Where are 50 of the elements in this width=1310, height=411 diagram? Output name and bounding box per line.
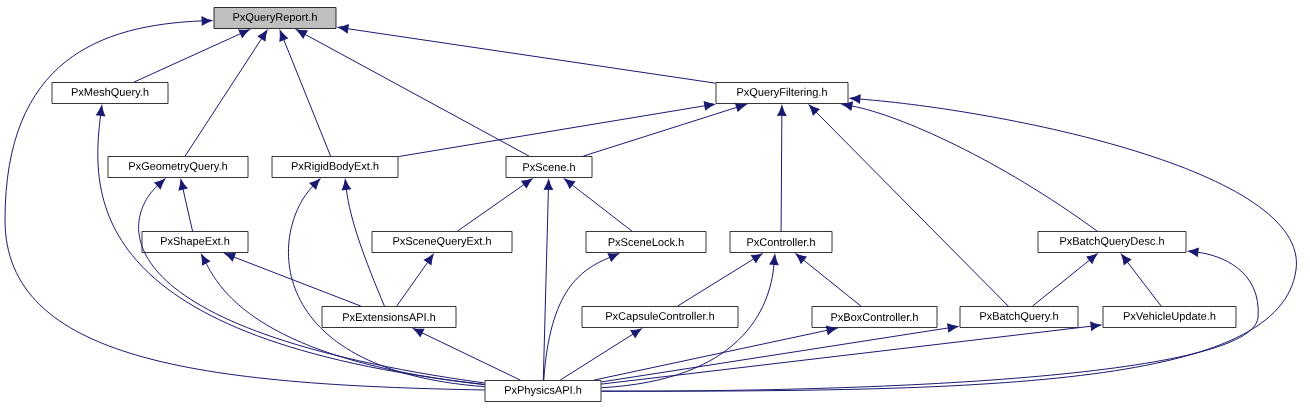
arrow <box>412 328 521 381</box>
file-box: PxExtensionsAPI.h <box>321 306 457 328</box>
arrow <box>600 94 1297 392</box>
file-box: PxShapeExt.h <box>141 231 249 253</box>
arrow <box>138 178 486 384</box>
arrow <box>296 29 530 157</box>
file-box: PxQueryFiltering.h <box>715 82 849 104</box>
file-box: PxPhysicsAPI.h <box>484 380 602 402</box>
file-box: PxQueryReport.h <box>213 7 337 29</box>
arrow <box>1121 253 1162 307</box>
arrow <box>287 178 486 388</box>
arrow <box>543 253 620 381</box>
file-box: PxBoxController.h <box>811 306 938 328</box>
file-box: PxCapsuleController.h <box>581 306 739 328</box>
arrow <box>593 325 838 381</box>
arrow <box>341 179 385 307</box>
file-box: PxController.h <box>729 231 833 253</box>
file-box: PxSceneLock.h <box>585 231 707 253</box>
arrow <box>841 101 1098 232</box>
arrow <box>201 254 486 386</box>
arrow <box>600 323 959 383</box>
arrow <box>777 105 787 232</box>
arrow <box>4 16 486 391</box>
arrow <box>178 179 194 232</box>
arrow <box>808 104 1009 307</box>
file-box: PxBatchQuery.h <box>959 306 1079 328</box>
arrow <box>396 253 434 307</box>
arrow <box>184 29 268 157</box>
arrow <box>133 29 250 83</box>
arrow <box>600 254 779 389</box>
arrow <box>582 103 747 157</box>
arrow <box>559 328 642 381</box>
file-box: PxGeometryQuery.h <box>107 156 249 178</box>
arrow <box>279 30 332 157</box>
arrow <box>457 178 533 232</box>
arrow <box>564 178 633 232</box>
arrow <box>1032 253 1098 307</box>
file-box: PxVehicleUpdate.h <box>1102 306 1237 328</box>
arrow <box>795 253 862 307</box>
arrow <box>600 321 1102 385</box>
file-box: PxScene.h <box>505 156 593 178</box>
file-box: PxSceneQueryExt.h <box>371 231 513 253</box>
file-box: PxBatchQueryDesc.h <box>1037 231 1187 253</box>
arrow <box>337 24 717 84</box>
file-box: PxMeshQuery.h <box>51 82 169 104</box>
arrow <box>677 253 763 307</box>
arrow <box>397 101 715 158</box>
arrow <box>600 247 1259 392</box>
file-box: PxRigidBodyExt.h <box>271 156 399 178</box>
arrow <box>224 252 362 307</box>
